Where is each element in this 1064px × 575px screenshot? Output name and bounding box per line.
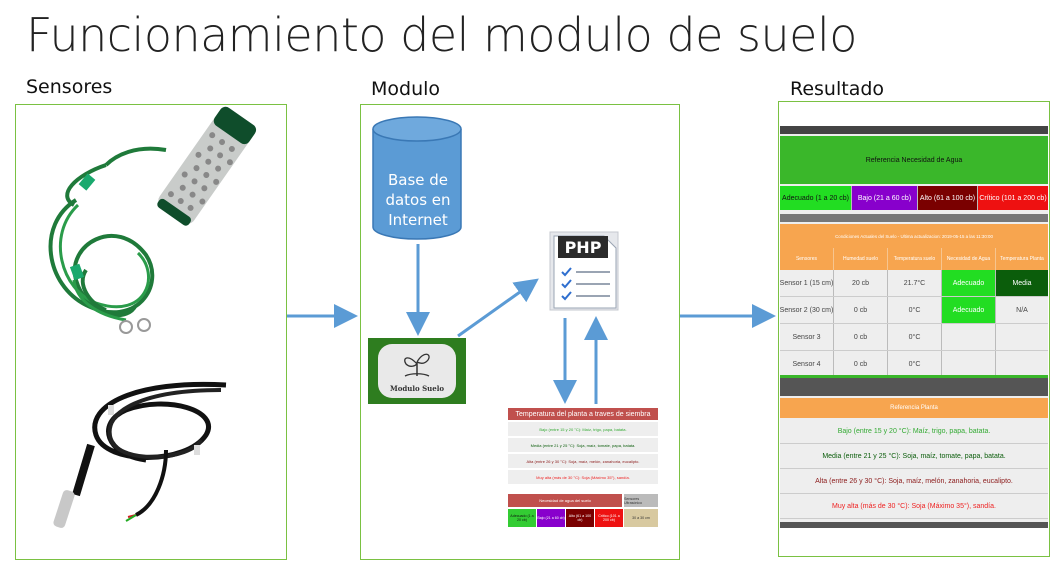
screenshot-divider [780,376,1048,396]
ref-planta-row: Alta (entre 26 y 30 °C): Soja, maíz, mel… [780,470,1048,494]
cond-col-header: Humedad suelo [834,248,888,270]
temperature-probe-image [53,381,227,528]
database-cylinder [372,116,462,240]
database-label-line: Internet [388,211,448,229]
sensores-panel [15,104,287,560]
php-label: PHP [565,238,602,257]
table-row: Sensor 3 0 cb 0°C [780,324,1048,351]
module-box: Modulo Suelo [368,338,466,404]
table-row: Sensor 2 (30 cm) 0 cb 0°C Adecuado N/A [780,297,1048,324]
cell: Adecuado [942,297,996,323]
ref-agua-header: Referencia Necesidad de Agua [780,136,1048,184]
mini-temp-row: Muy alta (más de 30 °C): Soja (Máximo 35… [508,470,658,484]
cell: Sensor 3 [780,324,834,350]
mini-water-cell: Crítico (101 a 200 cb) [595,509,623,527]
mini-temp-row: Alta (entre 26 y 30 °C): Soja, maíz, mel… [508,454,658,468]
cell: Media [996,270,1048,296]
cell: 0°C [888,324,942,350]
cond-col-header: Temperatura suelo [888,248,942,270]
mini-water-header: Necesidad de agua del suelo [508,494,622,507]
mini-temp-header: Temperatura del planta a traves de siemb… [508,408,658,420]
section-label-resultado: Resultado [790,78,885,100]
ref-planta-header: Referencia Planta [780,398,1048,418]
cell: Adecuado [942,270,996,296]
mini-temperature-table: Temperatura del planta a traves de siemb… [508,408,658,488]
screenshot-divider [780,375,1048,378]
screenshot-topbar [780,126,1048,134]
mini-water-sensor-value: 30 a 30 cm [624,509,658,527]
section-label-modulo: Modulo [371,78,441,100]
page-title: Funcionamiento del modulo de suelo [26,8,857,62]
cond-columns: Sensores Humedad suelo Temperatura suelo… [780,248,1048,270]
moisture-sensor-image [48,106,257,334]
cell: 0 cb [834,297,888,323]
result-screenshot: Referencia Necesidad de Agua Adecuado (1… [780,126,1048,528]
mini-water-cell: Alto (61 a 100 cb) [566,509,594,527]
mini-water-cell: Adecuado (1 a 20 cb) [508,509,536,527]
database-label-line: datos en [385,191,451,209]
cond-col-header: Temperatura Planta [1000,256,1044,262]
table-row: Sensor 1 (15 cm) 20 cb 21.7°C Adecuado M… [780,270,1048,297]
screenshot-divider [780,214,1048,222]
table-row: Sensor 4 0 cb 0°C [780,351,1048,378]
mini-water-table: Necesidad de agua del suelo Sensores Ult… [508,494,658,528]
screenshot-bottombar [780,522,1048,528]
plant-icon [404,353,430,377]
cond-col-header: Necesidad de Agua [942,248,996,270]
cell: 20 cb [834,270,888,296]
cell: 21.7°C [888,270,942,296]
ref-planta-row: Bajo (entre 15 y 20 °C): Maíz, trigo, pa… [780,420,1048,444]
cond-col-header: Sensores [780,248,834,270]
cell: 0°C [888,351,942,377]
cell: Sensor 2 (30 cm) [780,297,834,323]
cell [942,324,996,350]
ref-agua-cell: Crítico (101 a 200 cb) [978,186,1048,210]
mini-temp-row: Media (entre 21 y 25 °C): Soja, maíz, to… [508,438,658,452]
database-label-line: Base de [387,171,449,189]
php-document-icon: PHP [549,231,619,311]
module-inner: Modulo Suelo [378,344,456,398]
mini-water-sensor-header: Sensores Ultrasónico [624,494,658,507]
cond-header: Condiciones Actuales del Suelo - Ultima … [780,224,1048,248]
ref-agua-cell: Alto (61 a 100 cb) [918,186,978,210]
ref-agua-cell: Bajo (21 a 60 cb) [852,186,918,210]
ref-agua-cell: Adecuado (1 a 20 cb) [780,186,852,210]
cell: Sensor 4 [780,351,834,377]
cell [942,351,996,377]
ref-planta-row: Media (entre 21 y 25 °C): Soja, maíz, to… [780,445,1048,469]
cell: 0 cb [834,351,888,377]
cell: 0 cb [834,324,888,350]
cell: N/A [1016,306,1028,314]
arrow-module-to-php [457,278,539,338]
cell: 0°C [888,297,942,323]
module-label: Modulo Suelo [389,384,445,393]
sensor-images [48,106,257,528]
ref-agua-row: Adecuado (1 a 20 cb) Bajo (21 a 60 cb) A… [780,186,1048,210]
mini-temp-row: Bajo (entre 15 y 20 °C): Maíz, trigo, pa… [508,422,658,436]
section-label-sensores: Sensores [26,76,113,98]
ref-planta-row: Muy alta (más de 30 °C): Soja (Máximo 35… [780,495,1048,519]
database-label: Base de datos en Internet [373,170,463,230]
mini-water-cell: Bajo (21 a 60 cb) [537,509,565,527]
cell: Sensor 1 (15 cm) [780,270,834,296]
